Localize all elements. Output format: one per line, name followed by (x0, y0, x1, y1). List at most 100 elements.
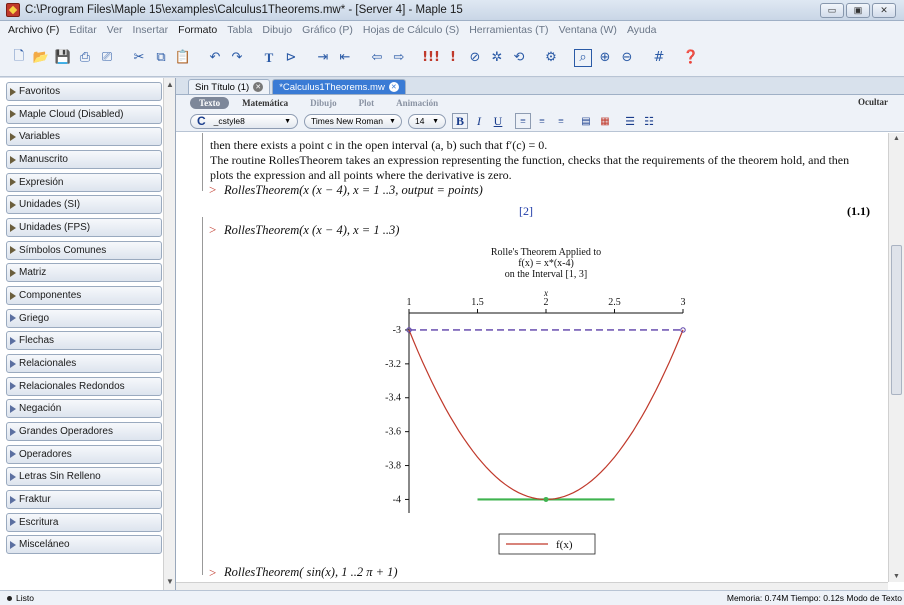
maximize-button[interactable]: ▣ (846, 3, 870, 18)
copy-icon[interactable]: ⧉ (156, 50, 166, 65)
palette-maple-cloud[interactable]: Maple Cloud (Disabled) (6, 104, 162, 124)
highlight-icon[interactable]: ▦ (600, 115, 610, 127)
palette-relacionales-redondos[interactable]: Relacionales Redondos (6, 376, 162, 396)
help-icon[interactable]: ❓ (682, 50, 700, 65)
menu-formato[interactable]: Formato (178, 24, 218, 36)
palette-matriz[interactable]: Matriz (6, 263, 162, 283)
menu-ver[interactable]: Ver (106, 24, 123, 36)
bullet-list-icon[interactable]: ☰ (625, 115, 635, 128)
palette-manuscrito[interactable]: Manuscrito (6, 150, 162, 170)
restart-icon[interactable]: ⟲ (513, 50, 525, 65)
zoom-in-icon[interactable]: ⊕ (599, 50, 611, 65)
settings-icon[interactable]: ⚙ (545, 50, 557, 65)
close-button[interactable]: ✕ (872, 3, 896, 18)
tab-calculus1theorems[interactable]: *Calculus1Theorems.mw ✕ (272, 79, 406, 94)
palette-escritura[interactable]: Escritura (6, 512, 162, 532)
underline-button[interactable]: U (493, 113, 503, 128)
palette-unidades-si[interactable]: Unidades (SI) (6, 195, 162, 215)
new-document-icon[interactable]: 🗋 (13, 48, 25, 64)
worksheet[interactable]: then there exists a point c in the open … (176, 133, 888, 582)
palette-unidades-fps[interactable]: Unidades (FPS) (6, 218, 162, 238)
palette-variables[interactable]: Variables (6, 127, 162, 147)
palette-componentes[interactable]: Componentes (6, 286, 162, 306)
italic-button[interactable]: I (477, 113, 481, 128)
numbered-list-icon[interactable]: ☷ (644, 115, 654, 128)
document-horizontal-scrollbar[interactable] (176, 582, 888, 590)
execution-group-icon[interactable]: ⊳ (285, 50, 297, 65)
scroll-down-icon[interactable]: ▼ (893, 573, 900, 580)
execute-icon[interactable]: ! (450, 50, 456, 65)
mode-matematica[interactable]: Matemática (242, 98, 289, 108)
undo-icon[interactable]: ↶ (209, 50, 221, 65)
save-icon[interactable]: 💾 (54, 50, 72, 65)
mode-texto[interactable]: Texto (190, 97, 230, 109)
scrollbar-thumb[interactable] (891, 245, 902, 395)
scroll-up-icon[interactable]: ▲ (166, 80, 174, 89)
open-folder-icon[interactable]: 📂 (32, 50, 50, 65)
print-icon[interactable]: ⎙ (79, 50, 91, 65)
document-vertical-scrollbar[interactable]: ▲ ▼ (888, 133, 904, 582)
menu-editar[interactable]: Editar (69, 24, 97, 36)
palette-flechas[interactable]: Flechas (6, 331, 162, 351)
debug-icon[interactable]: ✲ (491, 50, 503, 65)
redo-icon[interactable]: ↷ (231, 50, 243, 65)
command-input[interactable]: RollesTheorem(x (x − 4), x = 1 ..3, outp… (224, 183, 483, 197)
palette-negacion[interactable]: Negación (6, 399, 162, 419)
align-center-icon[interactable]: ≡ (539, 115, 545, 127)
menu-dibujo[interactable]: Dibujo (262, 24, 293, 36)
mode-dibujo[interactable]: Dibujo (310, 98, 337, 108)
text-mode-icon[interactable]: T (264, 49, 274, 65)
menu-tabla[interactable]: Tabla (227, 24, 253, 36)
x-tick-label: 2.5 (608, 297, 621, 308)
menu-grafico[interactable]: Gráfico (P) (302, 24, 353, 36)
tab-sin-titulo[interactable]: Sin Título (1) ✕ (188, 79, 271, 94)
text-color-icon[interactable]: ▤ (581, 115, 591, 127)
palette-miscelaneo[interactable]: Misceláneo (6, 535, 162, 555)
mode-animacion[interactable]: Animación (396, 98, 439, 108)
tab-close-icon[interactable]: ✕ (253, 82, 264, 92)
palette-fraktur[interactable]: Fraktur (6, 490, 162, 510)
palette-relacionales[interactable]: Relacionales (6, 354, 162, 374)
align-right-icon[interactable]: ≡ (558, 115, 564, 127)
menu-insertar[interactable]: Insertar (132, 24, 169, 36)
palette-letras-sin-relleno[interactable]: Letras Sin Relleno (6, 467, 162, 487)
palette-simbolos-comunes[interactable]: Símbolos Comunes (6, 240, 162, 260)
execute-all-icon[interactable]: !!! (422, 50, 440, 65)
font-select[interactable]: Times New Roman ▼ (304, 113, 402, 129)
outdent-icon[interactable]: ⇤ (339, 50, 351, 65)
style-select[interactable]: C _cstyle8 ▼ (190, 113, 298, 129)
zoom-out-icon[interactable]: ⊖ (621, 50, 633, 65)
zoom-fit-icon[interactable]: ⌕ (574, 48, 592, 67)
print-preview-icon[interactable]: ⎚ (101, 50, 113, 65)
font-size-select[interactable]: 14 ▼ (408, 113, 446, 129)
back-arrow-icon[interactable]: ⇦ (371, 50, 383, 65)
indent-icon[interactable]: ⇥ (317, 50, 329, 65)
palette-operadores[interactable]: Operadores (6, 444, 162, 464)
paste-icon[interactable]: 📋 (174, 50, 192, 65)
menu-hojas-calculo[interactable]: Hojas de Cálculo (S) (362, 24, 460, 36)
command-input[interactable]: RollesTheorem(x (x − 4), x = 1 ..3) (224, 223, 400, 237)
forward-arrow-icon[interactable]: ⇨ (393, 50, 405, 65)
menu-ayuda[interactable]: Ayuda (626, 24, 657, 36)
stop-icon[interactable]: ⊘ (469, 50, 481, 65)
palette-favoritos[interactable]: Favoritos (6, 82, 162, 101)
scroll-down-icon[interactable]: ▼ (166, 577, 174, 586)
cut-icon[interactable]: ✂ (133, 50, 145, 65)
rolle-plot[interactable]: Rolle's Theorem Applied tof(x) = x*(x-4)… (176, 241, 888, 571)
bold-button[interactable]: B (452, 113, 468, 129)
menu-ventana[interactable]: Ventana (W) (558, 24, 617, 36)
palette-expresion[interactable]: Expresión (6, 172, 162, 192)
tab-close-icon[interactable]: ✕ (388, 82, 399, 92)
menu-herramientas[interactable]: Herramientas (T) (469, 24, 549, 36)
scroll-up-icon[interactable]: ▲ (893, 135, 900, 142)
menu-archivo[interactable]: Archivo (F) (8, 24, 60, 36)
palette-griego[interactable]: Griego (6, 308, 162, 328)
command-input[interactable]: RollesTheorem( sin(x), 1 ..2 π + 1) (224, 565, 398, 579)
palette-scrollbar[interactable]: ▲ ▼ (163, 78, 175, 590)
minimize-button[interactable]: ▭ (820, 3, 844, 18)
mode-plot[interactable]: Plot (358, 98, 375, 108)
hash-icon[interactable]: # (653, 50, 665, 65)
palette-grandes-operadores[interactable]: Grandes Operadores (6, 422, 162, 442)
align-left-icon[interactable]: ≡ (515, 113, 531, 129)
hide-button[interactable]: Ocultar (858, 97, 888, 107)
